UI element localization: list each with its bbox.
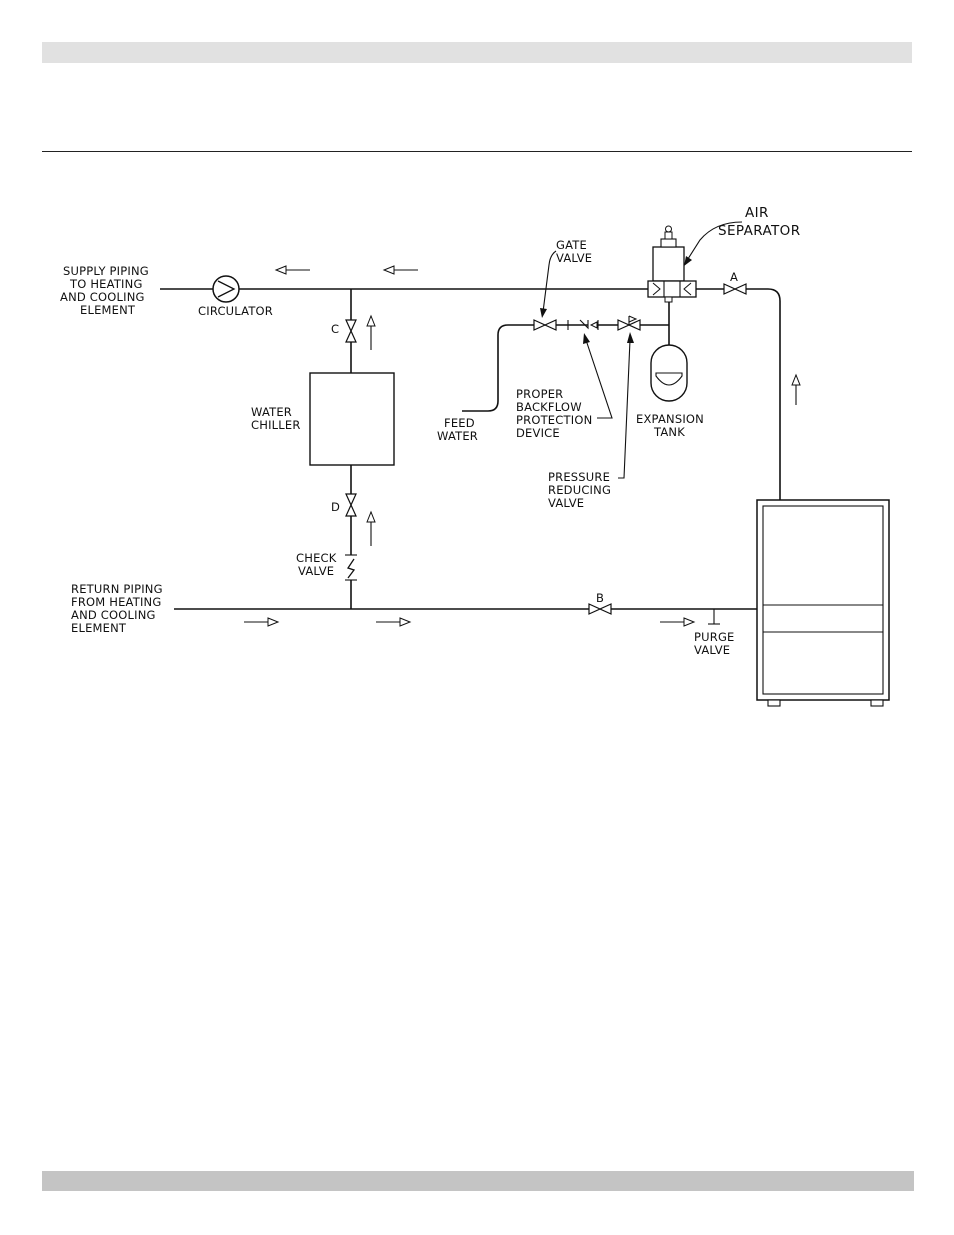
supply-pipe [160,289,780,501]
supply-label-2: TO HEATING [69,277,143,291]
riser-flow-arrow [792,375,800,405]
circulator-label: CIRCULATOR [198,304,273,318]
gate-valve-label-1: GATE [556,238,587,252]
return-label-4: ELEMENT [71,621,127,635]
return-label-1: RETURN PIPING [71,582,163,596]
pressure-reducing-valve-icon [618,316,640,330]
gate-valve-label-2: VALVE [556,251,592,265]
supply-flow-arrow [276,266,310,274]
chiller-flow-arrow [367,316,375,350]
backflow-label-3: PROTECTION [516,413,592,427]
return-flow-arrow [376,618,410,626]
valve-b-label: B [596,591,604,605]
backflow-label-1: PROPER [516,387,563,401]
return-label-2: FROM HEATING [71,595,161,609]
check-valve-icon [345,555,357,580]
valve-a-label: A [730,270,738,284]
purge-valve-icon [708,609,720,624]
water-chiller-box [310,373,394,465]
check-valve-label-2: VALVE [298,564,334,578]
return-label-3: AND COOLING [71,608,156,622]
purge-valve-label-2: VALVE [694,643,730,657]
air-separator-icon [648,226,696,302]
valve-a-icon [724,284,746,294]
return-flow-arrow [660,618,694,626]
purge-valve-label-1: PURGE [694,630,735,644]
valve-b-icon [589,604,611,614]
return-flow-arrow [244,618,278,626]
supply-label-3: AND COOLING [60,290,145,304]
pressure-reducing-label-3: VALVE [548,496,584,510]
gate-valve-icon [534,320,556,330]
feed-water-pipe [462,325,669,411]
valve-d-icon [346,494,356,516]
water-chiller-label-1: WATER [251,405,292,419]
pressure-reducing-label-2: REDUCING [548,483,611,497]
boiler-unit [757,500,889,706]
feed-water-label-2: WATER [437,429,478,443]
pressure-reducing-label-1: PRESSURE [548,470,610,484]
valve-c-label: C [331,322,339,336]
backflow-label-2: BACKFLOW [516,400,582,414]
circulator-pump-icon [213,276,239,302]
backflow-label-4: DEVICE [516,426,560,440]
air-separator-label-2: SEPARATOR [718,223,800,239]
expansion-tank-icon [651,345,687,401]
expansion-tank-label-1: EXPANSION [636,412,704,426]
valve-c-icon [346,320,356,342]
supply-flow-arrow [384,266,418,274]
chiller-flow-arrow [367,512,375,546]
valve-d-label: D [331,500,340,514]
supply-label-1: SUPPLY PIPING [63,264,149,278]
feed-water-label-1: FEED [444,416,475,430]
air-separator-label-1: AIR [745,205,769,221]
expansion-tank-label-2: TANK [653,425,685,439]
supply-label-4: ELEMENT [80,303,136,317]
water-chiller-label-2: CHILLER [251,418,301,432]
check-valve-label-1: CHECK [296,551,337,565]
